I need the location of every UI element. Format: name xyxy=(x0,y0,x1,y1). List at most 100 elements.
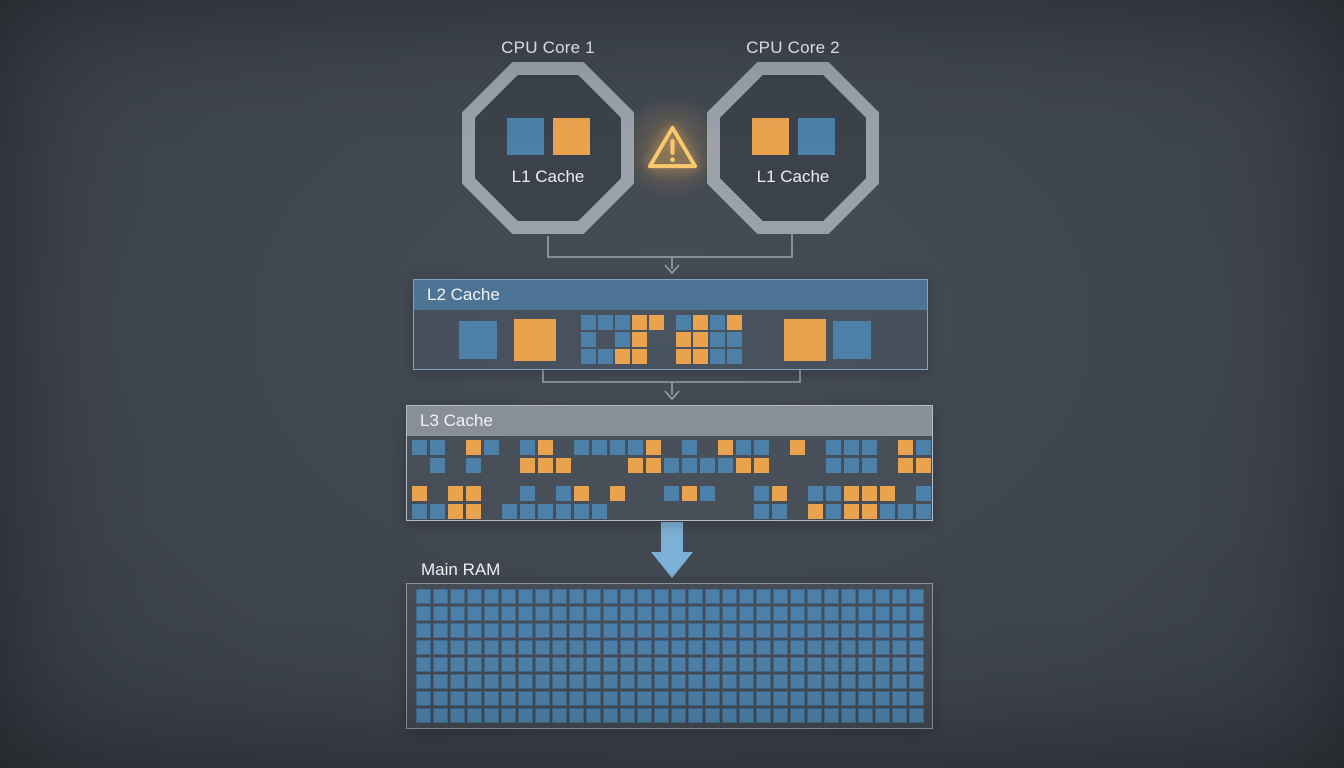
ram-cell xyxy=(671,708,686,723)
ram-cell xyxy=(773,623,788,638)
l3-cache-box: L3 Cache xyxy=(406,405,933,521)
ram-cell xyxy=(841,589,856,604)
mini-cache-cell xyxy=(615,315,630,330)
ram-cell xyxy=(824,589,839,604)
l3-cache-cell xyxy=(700,486,715,501)
ram-cell xyxy=(773,657,788,672)
ram-cell xyxy=(756,691,771,706)
ram-cell xyxy=(569,691,584,706)
ram-cell xyxy=(688,623,703,638)
l3-cache-cell xyxy=(718,440,733,455)
ram-cell xyxy=(773,606,788,621)
ram-cell xyxy=(671,691,686,706)
l3-cache-cell xyxy=(844,486,859,501)
l2-block-orange xyxy=(514,318,556,361)
ram-cell xyxy=(841,657,856,672)
l3-cache-cell xyxy=(862,458,877,473)
ram-cell xyxy=(858,589,873,604)
ram-cell xyxy=(654,708,669,723)
ram-cell xyxy=(501,657,516,672)
ram-cell xyxy=(603,691,618,706)
l3-cache-cell xyxy=(916,504,931,519)
ram-cell xyxy=(875,674,890,689)
ram-cell xyxy=(824,674,839,689)
l3-cache-cell xyxy=(754,486,769,501)
ram-cell xyxy=(518,606,533,621)
ram-cell xyxy=(654,589,669,604)
l3-cache-cell xyxy=(898,458,913,473)
l2-mini-grid xyxy=(581,315,664,364)
ram-cell xyxy=(552,589,567,604)
l2-block-orange xyxy=(784,318,826,361)
ram-cell xyxy=(586,708,601,723)
ram-cell xyxy=(722,606,737,621)
ram-cell xyxy=(773,674,788,689)
ram-cell xyxy=(620,623,635,638)
l3-cache-cell xyxy=(430,504,445,519)
mini-cache-cell xyxy=(615,332,630,347)
mini-cache-cell xyxy=(727,315,742,330)
l3-cache-cell xyxy=(538,504,553,519)
l3-cache-cell xyxy=(754,504,769,519)
l3-cache-cell xyxy=(520,440,535,455)
ram-cell xyxy=(484,623,499,638)
ram-cell xyxy=(416,674,431,689)
ram-cell xyxy=(603,623,618,638)
ram-cell xyxy=(637,589,652,604)
ram-cell xyxy=(467,674,482,689)
ram-cell xyxy=(841,623,856,638)
ram-cell xyxy=(790,606,805,621)
ram-row xyxy=(416,589,932,604)
l3-cache-cell xyxy=(682,440,697,455)
l3-cache-cell xyxy=(754,440,769,455)
cache-block-blue xyxy=(506,117,544,155)
ram-cell xyxy=(858,674,873,689)
ram-cell xyxy=(739,691,754,706)
ram-cell xyxy=(501,623,516,638)
ram-cell xyxy=(671,606,686,621)
ram-cell xyxy=(705,657,720,672)
l3-cache-cell xyxy=(466,440,481,455)
ram-cell xyxy=(858,657,873,672)
ram-cell xyxy=(603,708,618,723)
ram-cell xyxy=(909,708,924,723)
l2-cache-content xyxy=(414,310,927,369)
cpu-core-octagon: L1 Cache xyxy=(707,62,879,234)
ram-cell xyxy=(450,640,465,655)
ram-cell xyxy=(756,708,771,723)
ram-cell xyxy=(654,606,669,621)
l3-cache-cell xyxy=(718,458,733,473)
ram-cell xyxy=(586,674,601,689)
ram-cell xyxy=(875,623,890,638)
ram-cell xyxy=(535,640,550,655)
ram-cell xyxy=(467,589,482,604)
ram-cell xyxy=(875,589,890,604)
ram-cell xyxy=(569,640,584,655)
l3-cache-cell xyxy=(826,458,841,473)
ram-cell xyxy=(603,589,618,604)
ram-cell xyxy=(518,623,533,638)
ram-cell xyxy=(433,708,448,723)
mini-cache-cell xyxy=(693,315,708,330)
ram-cell xyxy=(654,657,669,672)
l3-cache-row xyxy=(412,504,932,519)
ram-cell xyxy=(603,606,618,621)
l3-cache-cell xyxy=(484,440,499,455)
ram-cell xyxy=(501,589,516,604)
ram-cell xyxy=(739,640,754,655)
ram-cell xyxy=(603,657,618,672)
ram-cell xyxy=(790,691,805,706)
ram-cell xyxy=(909,606,924,621)
ram-cell xyxy=(824,606,839,621)
l3-cache-cell xyxy=(862,486,877,501)
ram-cell xyxy=(586,606,601,621)
mini-cache-cell xyxy=(649,315,664,330)
ram-cell xyxy=(586,640,601,655)
ram-cell xyxy=(722,657,737,672)
ram-cell xyxy=(637,657,652,672)
ram-cell xyxy=(433,640,448,655)
l3-cache-cell xyxy=(538,440,553,455)
ram-cell xyxy=(807,640,822,655)
ram-cell xyxy=(790,674,805,689)
